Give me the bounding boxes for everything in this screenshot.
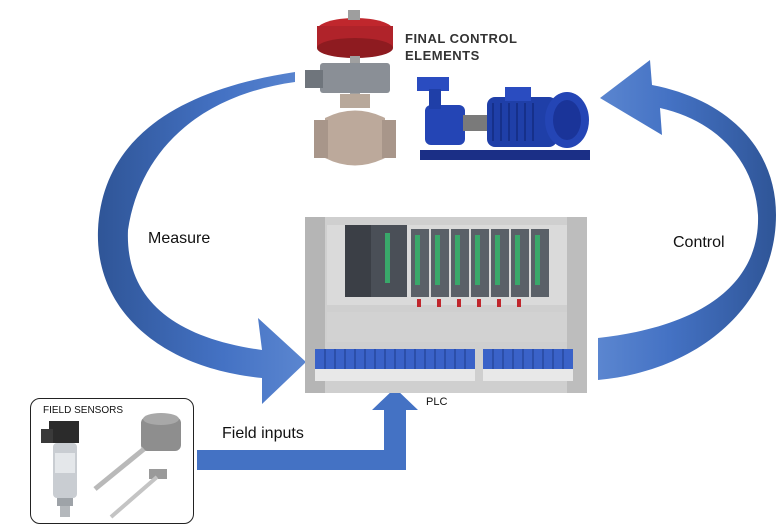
control-valve-icon [300,8,405,173]
plc-cabinet-icon [305,217,587,393]
centrifugal-pump-icon [415,75,595,165]
measure-arrow [97,72,306,404]
field-sensors-box: FIELD SENSORS [30,398,194,524]
control-label: Control [673,234,725,251]
final-control-elements-label: FINAL CONTROL ELEMENTS [405,31,518,63]
pressure-transmitter-icon [39,419,94,519]
temperature-sensor-icon [89,409,189,521]
field-inputs-label: Field inputs [222,425,304,442]
measure-label: Measure [148,230,211,247]
control-arrow [598,60,776,380]
field-sensors-label: FIELD SENSORS [43,405,124,416]
plc-label: PLC [426,396,448,408]
field-inputs-arrow [197,388,418,470]
